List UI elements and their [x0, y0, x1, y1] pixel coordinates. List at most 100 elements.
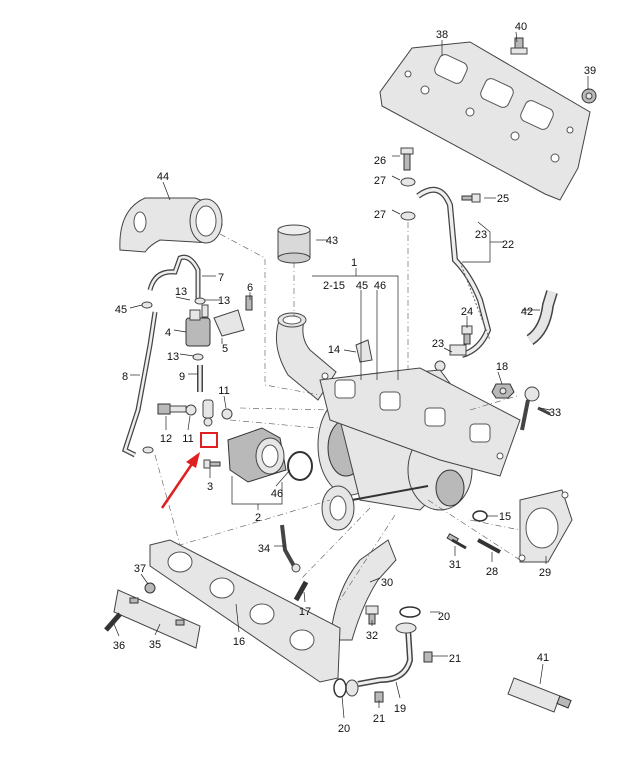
callout-c46a: 46 — [374, 280, 386, 292]
callout-c9: 9 — [179, 371, 185, 383]
filter-43 — [277, 224, 311, 264]
clamp-8-end — [142, 446, 154, 454]
callout-c26: 26 — [374, 155, 386, 167]
callout-c40: 40 — [515, 21, 527, 33]
callout-c4: 4 — [165, 327, 171, 339]
line-34 — [280, 524, 301, 573]
gasket-29 — [518, 489, 573, 563]
callout-c44: 44 — [157, 171, 169, 183]
oring-46 — [287, 451, 313, 481]
callout-c18: 18 — [496, 361, 508, 373]
callout-c35: 35 — [149, 639, 161, 651]
callout-c29: 29 — [539, 567, 551, 579]
bolt-3 — [203, 459, 221, 469]
clip-15 — [472, 510, 488, 522]
bracket-35 — [113, 589, 201, 649]
bolt-12 — [157, 403, 187, 415]
callout-c3: 3 — [207, 481, 213, 493]
callout-c21a: 21 — [449, 653, 461, 665]
gasket-38 — [379, 41, 591, 201]
callout-c20a: 20 — [438, 611, 450, 623]
stud-31 — [446, 533, 467, 550]
callout-c17: 17 — [299, 606, 311, 618]
callout-c5: 5 — [222, 343, 228, 355]
callout-c22: 22 — [502, 239, 514, 251]
clamp-13b — [192, 353, 204, 361]
nut-39 — [581, 88, 597, 104]
callout-c45b: 45 — [115, 304, 127, 316]
bypass-valve-2 — [227, 427, 287, 483]
callout-c45a: 45 — [356, 280, 368, 292]
gasket-20a — [399, 606, 421, 618]
bolt-40 — [510, 37, 528, 55]
callout-c15: 15 — [499, 511, 511, 523]
oil-return-19 — [345, 622, 417, 697]
leader-lines — [113, 31, 589, 719]
bracket-14 — [355, 339, 373, 363]
assembly-lines — [154, 222, 521, 601]
callout-c27a: 27 — [374, 175, 386, 187]
banjo-fitting — [202, 399, 214, 427]
intake-hose-44 — [119, 197, 223, 253]
callout-c21b: 21 — [373, 713, 385, 725]
callout-c25: 25 — [497, 193, 509, 205]
bolt-26 — [400, 147, 414, 171]
callout-c19: 19 — [394, 703, 406, 715]
highlight-arrow — [160, 452, 200, 509]
callout-c7: 7 — [218, 272, 224, 284]
callout-c41: 41 — [537, 652, 549, 664]
callout-c46b: 46 — [271, 488, 283, 500]
gasket-16 — [149, 539, 341, 683]
solenoid-valve-4 — [185, 304, 211, 347]
callout-c13c: 13 — [167, 351, 179, 363]
washer-11-right — [221, 408, 233, 420]
callout-c8: 8 — [122, 371, 128, 383]
callout-c31: 31 — [449, 559, 461, 571]
callout-c13a: 13 — [175, 286, 187, 298]
callout-c2-15: 2-15 — [323, 280, 345, 292]
bracket-5 — [213, 309, 245, 337]
callout-c1: 1 — [351, 257, 357, 269]
callout-c38: 38 — [436, 29, 448, 41]
callout-c36: 36 — [113, 640, 125, 652]
highlight-box — [200, 432, 218, 448]
callout-c16: 16 — [233, 636, 245, 648]
callout-c14: 14 — [328, 344, 340, 356]
callout-c27b: 27 — [374, 209, 386, 221]
exhaust-manifold — [319, 367, 521, 477]
callout-c32: 32 — [366, 630, 378, 642]
callout-c23a: 23 — [475, 229, 487, 241]
stud-36 — [104, 612, 122, 632]
fitting-33 — [520, 386, 551, 431]
callout-c39: 39 — [584, 65, 596, 77]
bolt-25 — [461, 193, 481, 203]
callout-c43: 43 — [326, 235, 338, 247]
sealant-tube-41 — [507, 677, 572, 713]
oil-feed-line — [416, 186, 492, 358]
callout-c24: 24 — [461, 306, 473, 318]
heat-shield-30 — [329, 539, 397, 641]
stud-28 — [477, 538, 501, 554]
callout-c2: 2 — [255, 512, 261, 524]
bolt-24 — [461, 325, 473, 345]
bolt-21a — [423, 651, 433, 663]
washer-11-left — [185, 404, 197, 416]
fitting-23 — [434, 344, 467, 372]
callout-c11a: 11 — [218, 385, 229, 397]
callout-c11b: 11 — [182, 433, 193, 445]
clamp-45 — [141, 301, 153, 309]
gasket-20b — [333, 678, 347, 698]
callout-c37: 37 — [134, 563, 146, 575]
nut-37 — [144, 582, 156, 594]
washer-27-bottom — [400, 211, 416, 221]
callout-c12: 12 — [160, 433, 172, 445]
clamp-13a — [194, 297, 206, 305]
washer-27-top — [400, 177, 416, 187]
callout-c23b: 23 — [432, 338, 444, 350]
bolt-6 — [245, 295, 253, 311]
callout-c20b: 20 — [338, 723, 350, 735]
callout-c42: 42 — [521, 306, 533, 318]
callout-c30: 30 — [381, 577, 393, 589]
